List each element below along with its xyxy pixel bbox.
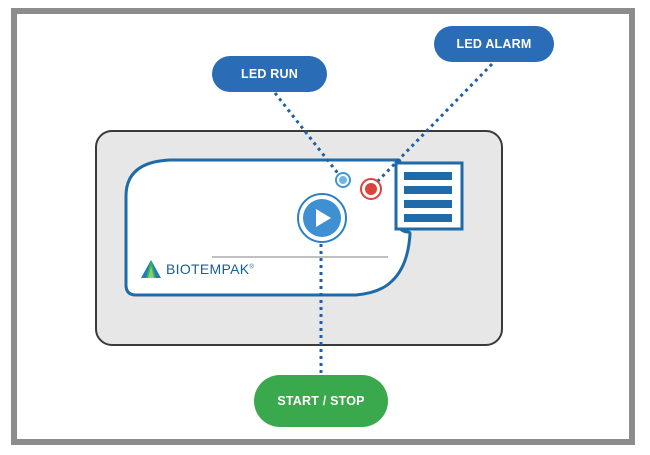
brand-logo: BIOTEMPAK® [140,258,254,280]
usb-bar [404,172,452,180]
logo-triangle-icon [141,260,161,278]
usb-bar [404,186,452,194]
usb-bar [404,214,452,222]
usb-bar [404,200,452,208]
led-run-label: LED RUN [212,56,327,92]
start-stop-button[interactable] [297,193,347,243]
registered-mark: ® [249,264,255,271]
play-icon [316,209,331,227]
led-alarm-label: LED ALARM [434,26,554,62]
start-stop-label: START / STOP [254,375,388,427]
brand-name: BIOTEMPAK® [166,261,255,277]
